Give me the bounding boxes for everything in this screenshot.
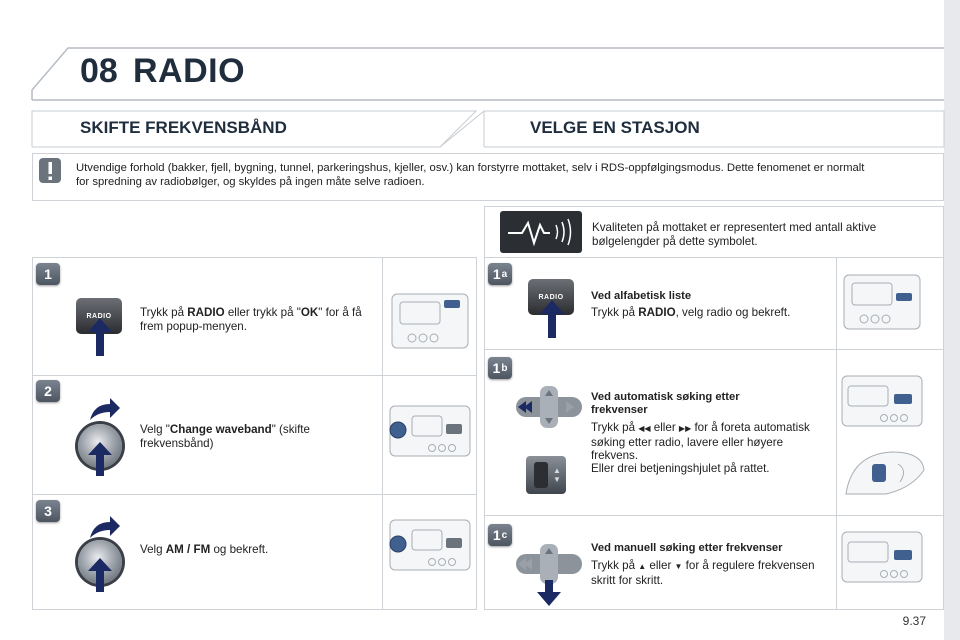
warning-panel: [32, 153, 944, 201]
page-edge-bar: [944, 0, 960, 640]
step-1a-instruction: Trykk på RADIO, velg radio og bekreft.: [591, 306, 791, 319]
left-row-separator: [32, 494, 477, 495]
press-arrow-icon: [88, 318, 112, 356]
head-unit-illustration: [841, 531, 923, 583]
reception-text: Kvaliteten på mottaket er representert m…: [592, 221, 877, 248]
signal-quality-icon: [500, 211, 582, 253]
header-frame: [31, 47, 944, 101]
right-panel-divider: [836, 257, 837, 610]
right-row-separator: [484, 515, 944, 516]
seek-control-icon[interactable]: [512, 542, 586, 606]
right-row-separator: [484, 349, 944, 350]
step-1-instruction: Trykk på RADIO eller trykk på "OK" for å…: [140, 306, 362, 333]
chapter-number: 08: [80, 52, 118, 90]
steering-wheel-control-icon[interactable]: ▲▼: [526, 456, 566, 494]
left-row-separator: [32, 375, 477, 376]
section-title-right: VELGE EN STASJON: [530, 118, 700, 137]
radio-button[interactable]: RADIO: [76, 298, 122, 334]
head-unit-illustration: [389, 519, 471, 571]
warning-icon: [39, 158, 61, 183]
step-1b-heading: Ved automatisk søking etter frekvenser: [591, 391, 740, 416]
step-badge-1: 1: [36, 263, 60, 285]
warning-text: Utvendige forhold (bakker, fjell, bygnin…: [76, 162, 865, 188]
left-panel-divider: [382, 257, 383, 610]
section-title-left: SKIFTE FREKVENSBÅND: [80, 118, 287, 137]
steering-wheel-illustration: [845, 451, 925, 495]
step-1a-heading: Ved alfabetisk liste: [591, 290, 692, 302]
rotate-arrow-icon: [90, 516, 120, 538]
press-arrow-icon: [88, 442, 112, 476]
step-1c-instruction: Trykk på ▲ eller ▼ for å regulere frekve…: [591, 559, 815, 587]
head-unit-illustration: [841, 375, 923, 427]
head-unit-illustration: [389, 405, 471, 457]
press-arrow-icon: [88, 558, 112, 592]
step-1c-heading: Ved manuell søking etter frekvenser: [591, 542, 783, 554]
step-badge-2: 2: [36, 380, 60, 402]
head-unit-illustration: [391, 293, 469, 349]
step-1b-instruction: Trykk på ◀◀ eller ▶▶ for å foreta automa…: [591, 421, 810, 462]
step-badge-3: 3: [36, 500, 60, 522]
page-number: 9.37: [902, 614, 926, 628]
chapter-title: RADIO: [133, 52, 246, 90]
section-title-frames: [31, 110, 945, 148]
head-unit-illustration: [843, 274, 921, 330]
seek-control-icon[interactable]: [512, 384, 586, 430]
step-1b-extra: Eller drei betjeningshjulet på rattet.: [591, 462, 770, 475]
press-arrow-icon: [540, 300, 564, 338]
rotate-arrow-icon: [90, 398, 120, 420]
step-3-instruction: Velg AM / FM og bekreft.: [140, 543, 269, 556]
step-2-instruction: Velg "Change waveband" (skifte frekvensb…: [140, 423, 310, 450]
